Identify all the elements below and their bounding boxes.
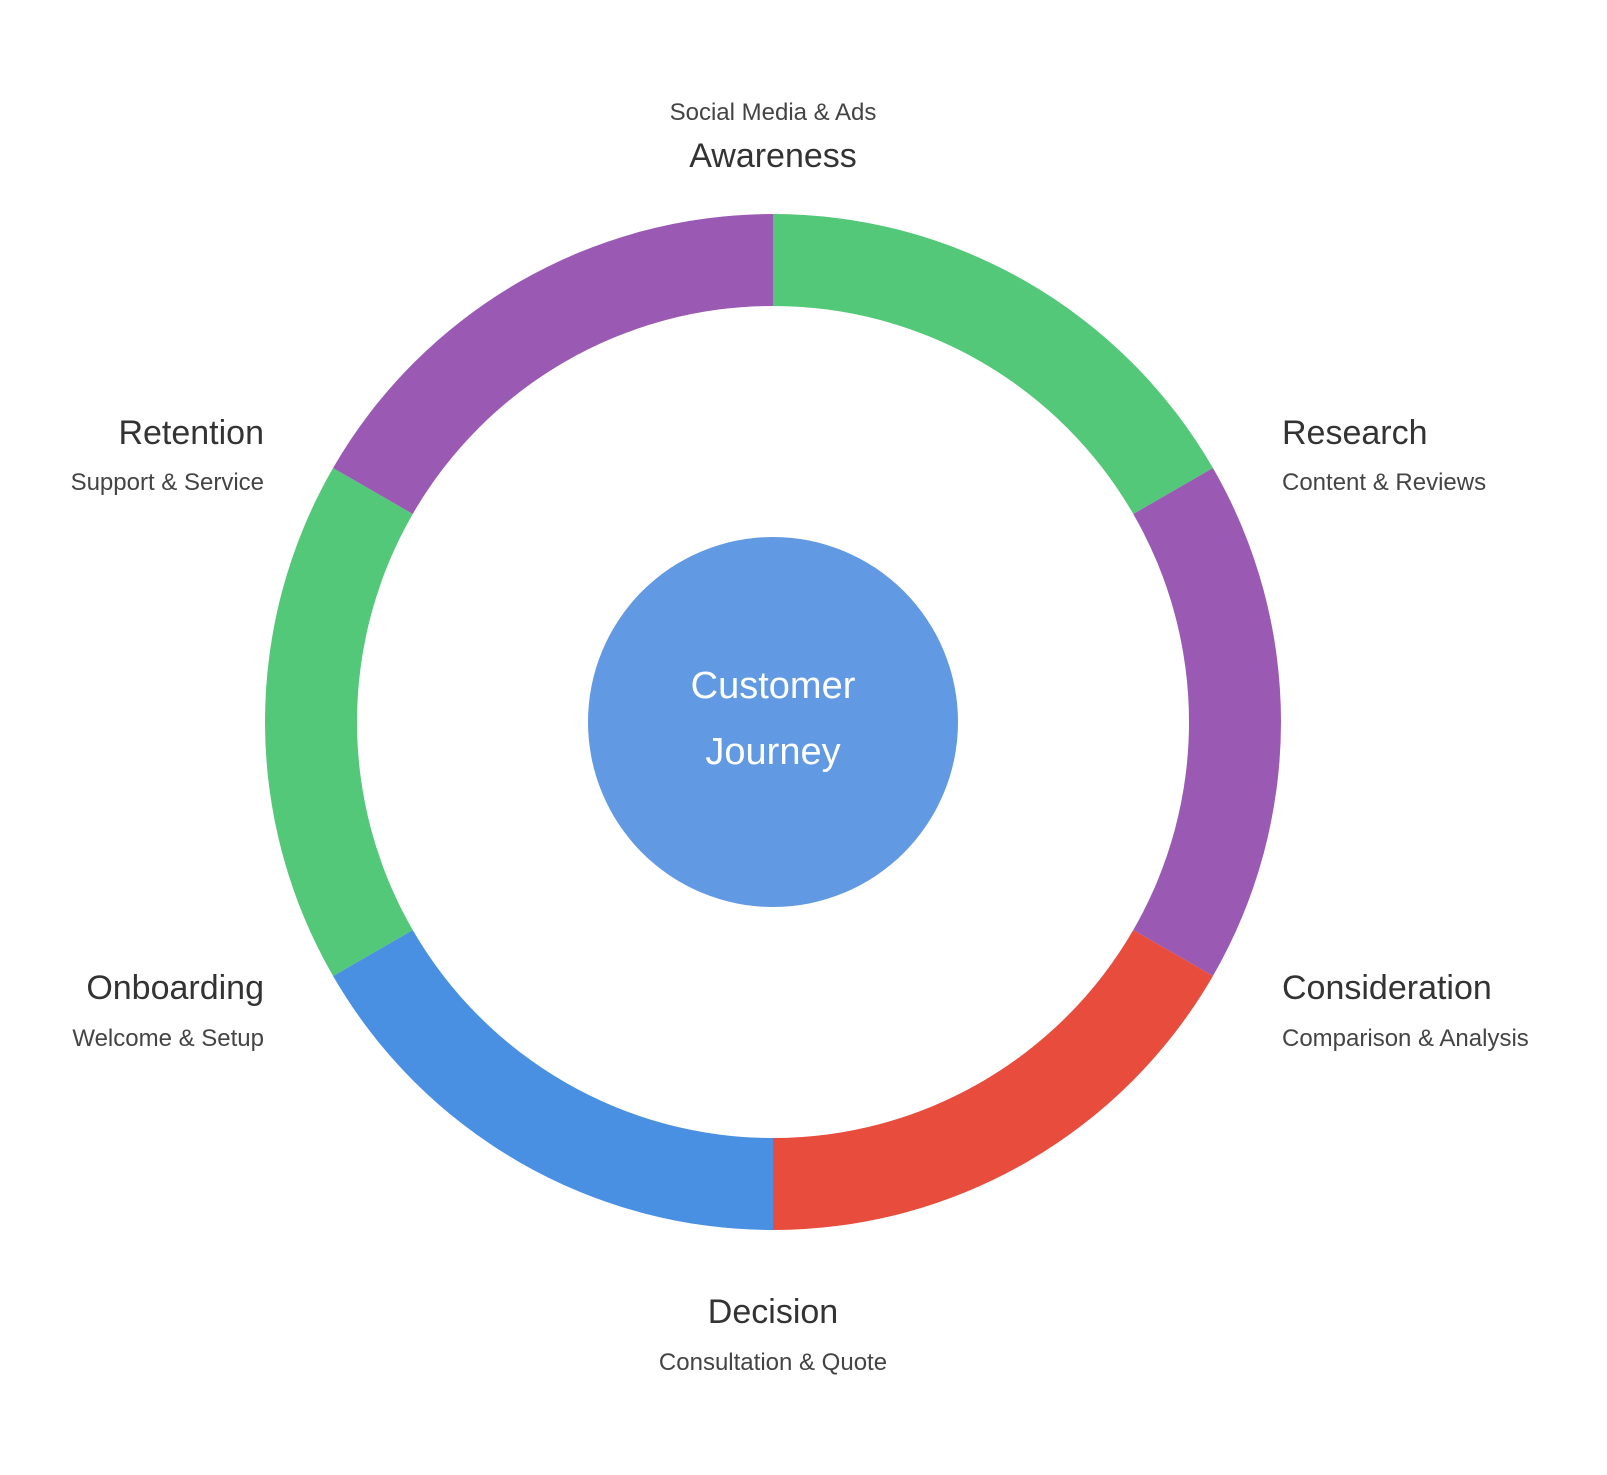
- stage-retention-subtitle: Support & Service: [71, 469, 264, 496]
- stage-consideration-subtitle: Comparison & Analysis: [1282, 1025, 1529, 1052]
- stage-research-title: Research: [1282, 414, 1428, 452]
- center-title-line1: Customer: [691, 665, 856, 707]
- stage-awareness-subtitle: Social Media & Ads: [670, 99, 877, 126]
- segment-onboarding: [264, 468, 413, 976]
- segment-decision: [333, 930, 773, 1230]
- segment-awareness: [773, 214, 1213, 514]
- stage-onboarding-subtitle: Welcome & Setup: [72, 1025, 264, 1052]
- segment-retention: [333, 214, 773, 514]
- segment-research: [1133, 468, 1281, 976]
- center-circle: [588, 537, 958, 907]
- stage-onboarding-title: Onboarding: [86, 969, 264, 1007]
- stage-research-subtitle: Content & Reviews: [1282, 469, 1486, 496]
- stage-retention-title: Retention: [118, 414, 264, 452]
- stage-awareness-title: Awareness: [689, 137, 857, 175]
- stage-decision-subtitle: Consultation & Quote: [659, 1349, 887, 1376]
- center-title-line2: Journey: [705, 731, 840, 773]
- stage-decision-title: Decision: [708, 1293, 838, 1331]
- segment-consideration: [773, 930, 1213, 1230]
- stage-consideration-title: Consideration: [1282, 969, 1492, 1007]
